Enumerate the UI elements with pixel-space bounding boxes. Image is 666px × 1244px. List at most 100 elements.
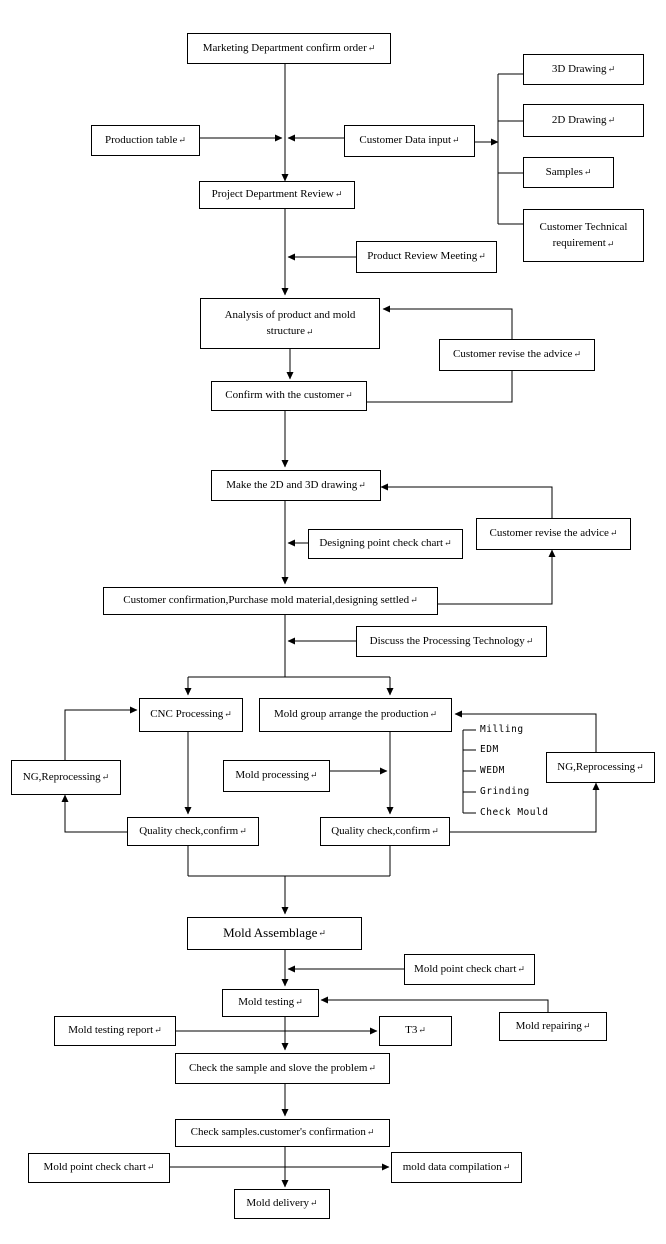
node-label: Make the 2D and 3D drawing: [226, 478, 358, 491]
node-quality-check-left: Quality check,confirm↵: [127, 817, 259, 846]
node-label: Mold repairing: [515, 1019, 582, 1032]
node-label: Customer Technical requirement: [539, 220, 628, 249]
paragraph-mark: ↵: [334, 189, 343, 200]
node-label: NG,Reprocessing: [557, 760, 636, 773]
paragraph-mark: ↵: [239, 825, 247, 836]
paragraph-mark: ↵: [607, 63, 616, 74]
node-mold-repairing: Mold repairing↵: [499, 1012, 607, 1041]
node-t3: T3↵: [379, 1016, 452, 1046]
node-label: Customer Data input: [359, 134, 452, 147]
node-label: Confirm with the customer: [225, 389, 345, 402]
node-analysis-product-mold: Analysis of product and mold structure↵: [200, 298, 380, 349]
node-label: Mold group arrange the production: [273, 708, 429, 721]
node-designing-point-check-chart: Designing point check chart↵: [308, 529, 463, 559]
paragraph-mark: ↵: [431, 825, 439, 836]
node-label: Customer confirmation,Purchase mold mate…: [123, 594, 410, 607]
node-marketing-confirm-order: Marketing Department confirm order↵: [187, 33, 391, 64]
node-product-review-meeting: Product Review Meeting↵: [356, 241, 497, 273]
node-2d-drawing: 2D Drawing↵: [523, 104, 644, 137]
node-mold-testing: Mold testing↵: [222, 989, 319, 1017]
node-check-samples-customer-confirmation: Check samples.customer's confirmation↵: [175, 1119, 390, 1147]
paragraph-mark: ↵: [525, 635, 534, 646]
node-customer-confirmation-purchase: Customer confirmation,Purchase mold mate…: [103, 587, 438, 615]
paragraph-mark: ↵: [310, 770, 318, 781]
node-discuss-processing-technology: Discuss the Processing Technology↵: [356, 626, 547, 657]
node-label: 2D Drawing: [551, 113, 607, 126]
process-item-edm: EDM: [480, 744, 499, 755]
node-check-sample-solve-problem: Check the sample and slove the problem↵: [175, 1053, 390, 1084]
paragraph-mark: ↵: [295, 997, 303, 1008]
node-label: Mold point check chart: [414, 962, 517, 975]
paragraph-mark: ↵: [358, 479, 366, 490]
node-label: Mold testing: [238, 996, 295, 1009]
paragraph-mark: ↵: [310, 1198, 318, 1209]
node-customer-revise-advice-2: Customer revise the advice↵: [476, 518, 631, 550]
node-customer-technical-requirement: Customer Technical requirement↵: [523, 209, 644, 262]
node-label: Discuss the Processing Technology: [369, 634, 525, 647]
node-mold-data-compilation: mold data compilation↵: [391, 1152, 522, 1183]
node-label: NG,Reprocessing: [22, 770, 101, 783]
process-item-milling: Milling: [480, 724, 524, 735]
node-customer-data-input: Customer Data input↵: [344, 125, 475, 157]
node-label: Mold testing report: [68, 1024, 154, 1037]
paragraph-mark: ↵: [305, 326, 314, 337]
node-label: Samples: [545, 165, 583, 178]
paragraph-mark: ↵: [606, 238, 615, 249]
paragraph-mark: ↵: [583, 166, 592, 177]
node-confirm-with-customer: Confirm with the customer↵: [211, 381, 367, 411]
paragraph-mark: ↵: [366, 1127, 375, 1138]
paragraph-mark: ↵: [636, 761, 644, 772]
paragraph-mark: ↵: [178, 134, 186, 145]
node-mold-point-check-chart-1: Mold point check chart↵: [404, 954, 535, 985]
node-label: Check the sample and slove the problem: [189, 1061, 368, 1074]
node-label: Designing point check chart: [319, 537, 444, 550]
paragraph-mark: ↵: [452, 135, 460, 146]
paragraph-mark: ↵: [517, 963, 525, 974]
node-label: 3D Drawing: [551, 62, 607, 75]
node-mold-processing: Mold processing↵: [223, 760, 330, 792]
node-ng-reprocessing-right: NG,Reprocessing↵: [546, 752, 655, 783]
paragraph-mark: ↵: [224, 709, 232, 720]
node-label: Mold delivery: [246, 1197, 310, 1210]
node-label: Production table: [105, 133, 178, 146]
node-label: Marketing Department confirm order: [202, 41, 367, 54]
node-production-table: Production table↵: [91, 125, 200, 156]
paragraph-mark: ↵: [502, 1161, 511, 1172]
node-samples: Samples↵: [523, 157, 614, 188]
node-label: Analysis of product and mold structure: [224, 308, 356, 337]
node-label: Mold point check chart: [43, 1161, 146, 1174]
node-project-department-review: Project Department Review↵: [199, 181, 355, 209]
paragraph-mark: ↵: [607, 114, 616, 125]
process-item-wedm: WEDM: [480, 765, 505, 776]
paragraph-mark: ↵: [444, 538, 452, 549]
node-label: Customer revise the advice: [489, 527, 609, 540]
paragraph-mark: ↵: [368, 1062, 376, 1073]
paragraph-mark: ↵: [582, 1020, 591, 1031]
node-make-2d-3d-drawing: Make the 2D and 3D drawing↵: [211, 470, 381, 501]
node-3d-drawing: 3D Drawing↵: [523, 54, 644, 85]
paragraph-mark: ↵: [478, 251, 486, 262]
paragraph-mark: ↵: [154, 1025, 162, 1036]
paragraph-mark: ↵: [573, 349, 581, 360]
node-label: T3: [405, 1024, 418, 1037]
node-mold-testing-report: Mold testing report↵: [54, 1016, 176, 1046]
node-label: Quality check,confirm: [139, 824, 239, 837]
paragraph-mark: ↵: [146, 1162, 155, 1173]
paragraph-mark: ↵: [367, 42, 376, 53]
paragraph-mark: ↵: [429, 709, 438, 720]
process-item-check-mould: Check Mould: [480, 807, 549, 818]
node-ng-reprocessing-left: NG,Reprocessing↵: [11, 760, 121, 795]
node-label: Mold processing: [235, 769, 310, 782]
node-mold-point-check-chart-2: Mold point check chart↵: [28, 1153, 170, 1183]
node-label: CNC Processing: [150, 708, 224, 721]
node-customer-revise-advice-1: Customer revise the advice↵: [439, 339, 595, 371]
paragraph-mark: ↵: [345, 390, 353, 401]
paragraph-mark: ↵: [101, 771, 110, 782]
node-cnc-processing: CNC Processing↵: [139, 698, 243, 732]
node-label: mold data compilation: [402, 1160, 502, 1173]
node-label: Check samples.customer's confirmation: [190, 1126, 366, 1139]
paragraph-mark: ↵: [609, 528, 618, 539]
node-label: Mold Assemblage: [223, 925, 318, 941]
process-item-grinding: Grinding: [480, 786, 530, 797]
